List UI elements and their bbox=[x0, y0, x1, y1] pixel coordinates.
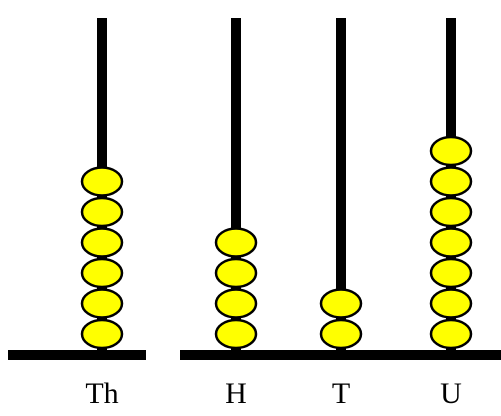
bead-thousands bbox=[80, 288, 124, 319]
bead-thousands bbox=[80, 227, 124, 258]
bead-thousands bbox=[80, 196, 124, 228]
bead-thousands bbox=[80, 166, 124, 197]
bead-units bbox=[429, 196, 473, 228]
abacus-base-right bbox=[180, 350, 501, 360]
abacus-base-left bbox=[8, 350, 146, 360]
rod-label-tens: T bbox=[332, 377, 350, 410]
rod-tens bbox=[336, 18, 346, 351]
bead-tens bbox=[319, 288, 363, 319]
rod-label-units: U bbox=[440, 377, 462, 410]
bead-units bbox=[429, 227, 473, 258]
bead-units bbox=[429, 257, 473, 289]
rod-label-thousands: Th bbox=[85, 377, 118, 410]
bead-thousands bbox=[80, 257, 124, 289]
bead-units bbox=[429, 135, 473, 167]
rod-label-hundreds: H bbox=[225, 377, 247, 410]
beads-group bbox=[80, 135, 473, 350]
bead-hundreds bbox=[214, 257, 258, 289]
bead-units bbox=[429, 288, 473, 319]
bead-units bbox=[429, 318, 473, 350]
rod-hundreds bbox=[231, 18, 241, 351]
bead-hundreds bbox=[214, 227, 258, 258]
bead-tens bbox=[319, 318, 363, 350]
bead-thousands bbox=[80, 318, 124, 350]
bead-hundreds bbox=[214, 318, 258, 350]
bead-hundreds bbox=[214, 288, 258, 319]
bead-units bbox=[429, 166, 473, 197]
